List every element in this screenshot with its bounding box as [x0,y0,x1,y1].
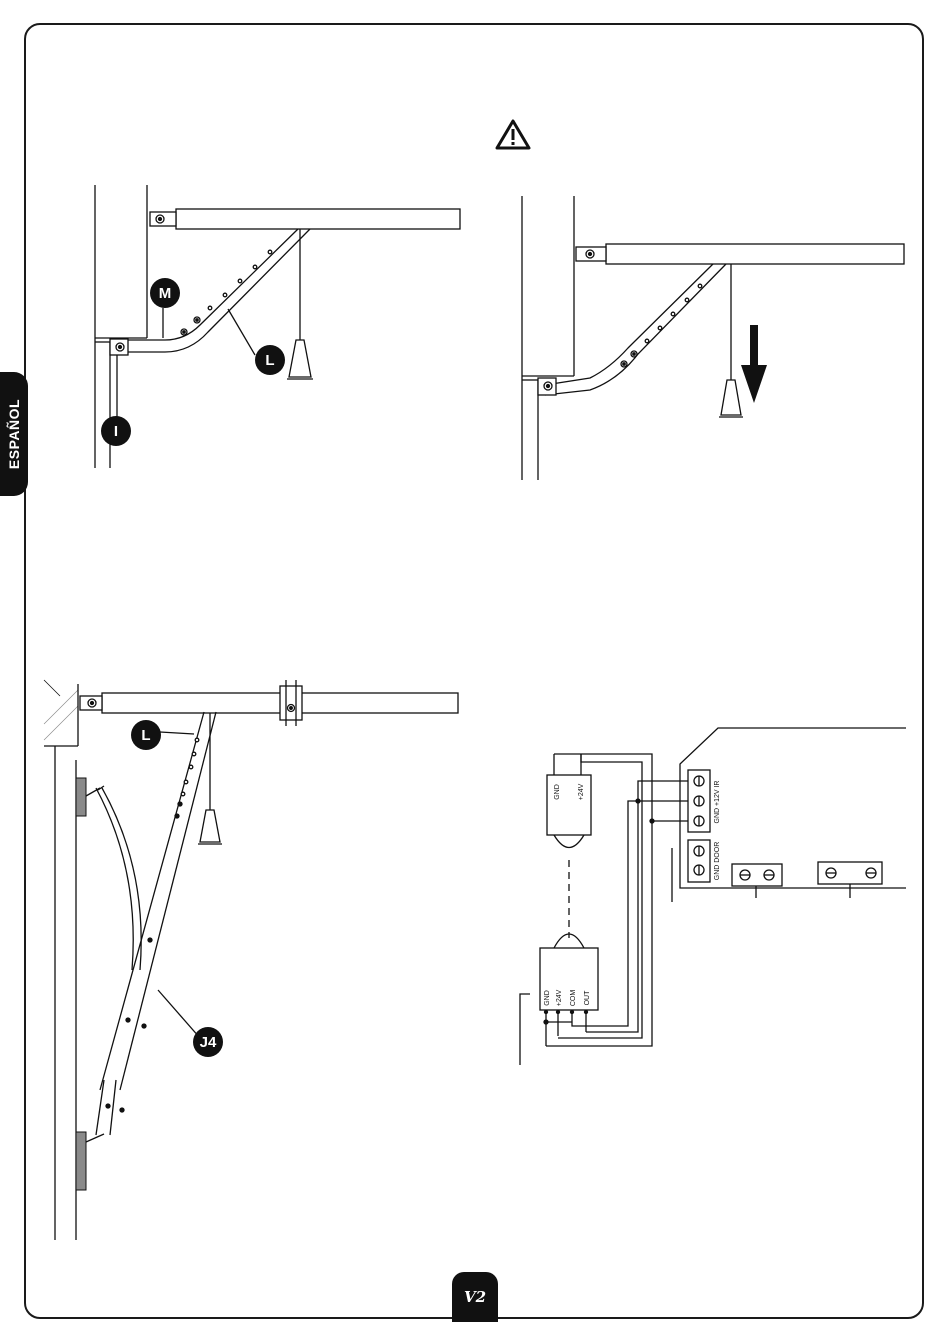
tilting-door-figure [40,670,460,1250]
release-pull-figure [510,190,910,490]
callout-m: M [150,278,180,308]
language-tab-label: ESPAÑOL [6,399,22,469]
arrow-down-icon [741,325,767,403]
callout-l: L [255,345,285,375]
tx-label-out: OUT [584,990,591,1006]
language-tab: ESPAÑOL [0,372,28,496]
warning-triangle-icon [495,118,531,150]
board-label-door: GND DOOR [714,842,721,881]
arm-assembly-figure [80,180,480,480]
tx-label-24v: +24V [556,989,563,1006]
wiring-diagram-figure: GND +24V GND +24V COM OUT GND +12V IR GN… [510,720,910,1070]
callout-i: I [101,416,131,446]
v2-logo-text: V2 [464,1288,486,1306]
v2-logo: V2 [452,1272,498,1322]
board-label-ir: GND +12V IR [714,781,721,824]
rx-label-24v: +24V [578,783,585,800]
tx-label-gnd: GND [544,990,551,1006]
callout-l-door: L [131,720,161,750]
callout-j4: J4 [193,1027,223,1057]
rx-label-gnd: GND [554,784,561,800]
tx-label-com: COM [570,990,577,1007]
